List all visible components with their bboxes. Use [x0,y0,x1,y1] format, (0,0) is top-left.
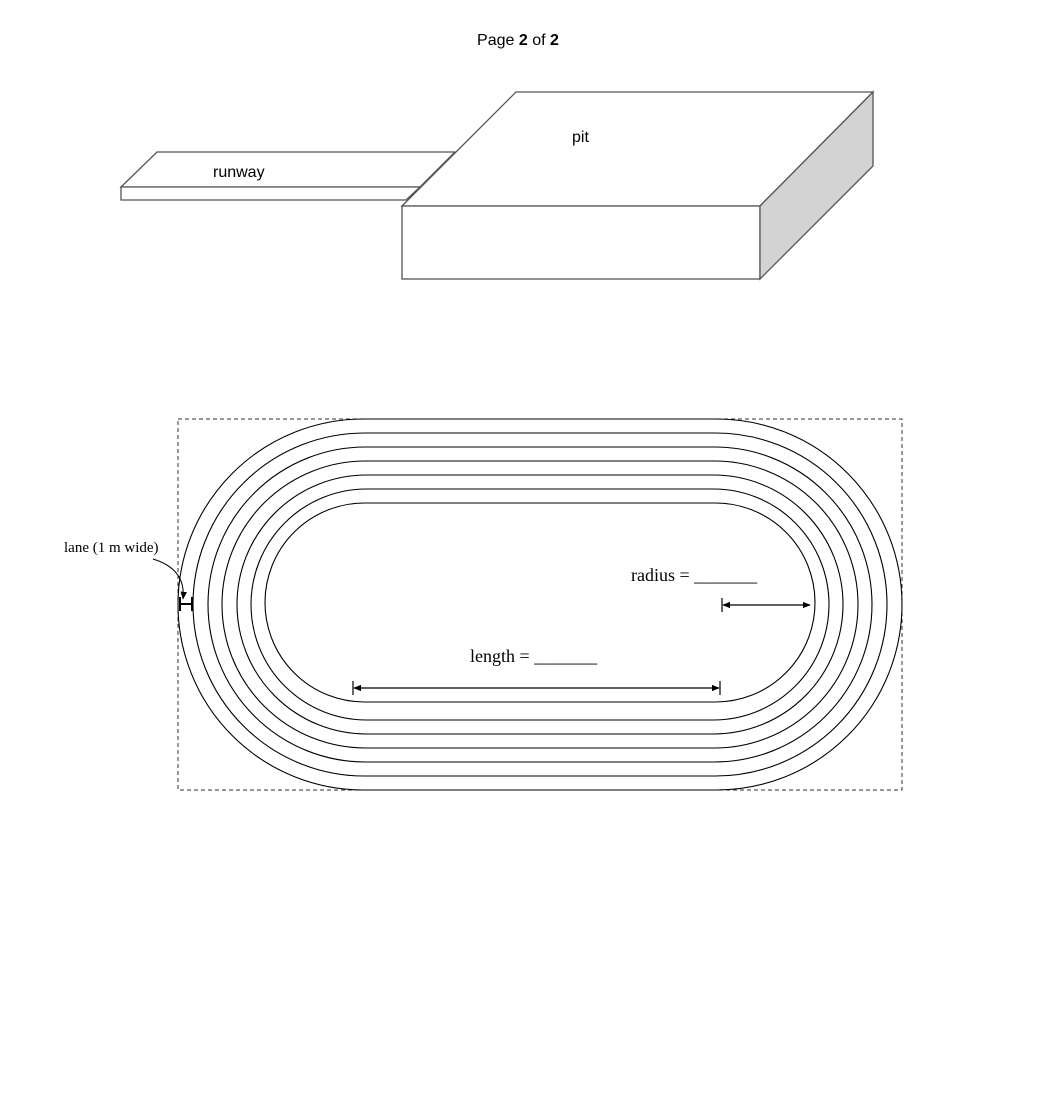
lane-width-marker [179,597,193,611]
lane-label: lane (1 m wide) [64,540,159,556]
track-lane-line [236,474,844,735]
of-word: of [532,32,546,49]
track-lane-line [221,460,859,749]
length-dimension [352,681,721,695]
page-total: 2 [550,32,559,49]
pit-label: pit [572,129,589,146]
page-word: Page [477,32,515,49]
length-label: length = _______ [470,646,598,666]
runway-label: runway [213,164,265,181]
track-lane-line [264,502,816,703]
runway-front-face [120,186,422,201]
lane-pointer-arrow [152,558,187,600]
radius-label: radius = _______ [631,565,758,585]
track-lanes [177,418,903,791]
runway-top-face [119,151,457,188]
track-lane-line [207,446,873,763]
long-jump-figure [119,90,875,281]
pit-side-face [759,90,874,281]
track-lane-line [250,488,830,721]
pit-front-face [401,205,761,280]
track-lane-line [177,418,903,791]
radius-dimension [721,598,811,612]
page-number: Page 2 of 2 [0,32,1036,50]
page-current: 2 [518,32,528,49]
